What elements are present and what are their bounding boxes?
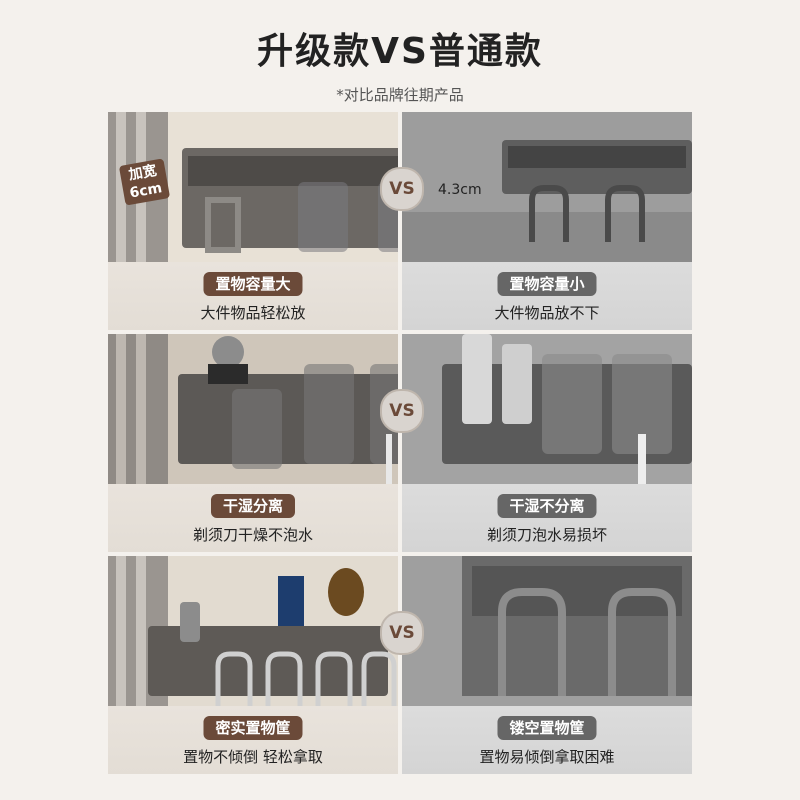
feature-caption: 置物不倾倒 轻松拿取 bbox=[183, 748, 323, 766]
label-area: 干湿不分离 剃须刀泡水易损坏 bbox=[402, 484, 692, 552]
feature-pill: 干湿分离 bbox=[210, 494, 296, 518]
label-area: 干湿分离 剃须刀干燥不泡水 bbox=[108, 484, 398, 552]
upgraded-basket-panel: 密实置物筐 置物不倾倒 轻松拿取 bbox=[108, 556, 398, 774]
ordinary-capacity-panel: 4.3cm 置物容量小 大件物品放不下 bbox=[402, 112, 692, 330]
feature-caption: 剃须刀泡水易损坏 bbox=[486, 526, 607, 544]
feature-caption: 置物易倾倒拿取困难 bbox=[479, 748, 615, 766]
vs-badge: VS bbox=[380, 389, 424, 433]
label-area: 置物容量大 大件物品轻松放 bbox=[108, 262, 398, 330]
comparison-row-dry-wet: 干湿分离 剃须刀干燥不泡水 干湿不分离 剃须刀泡水易损坏 VS bbox=[108, 334, 692, 552]
vs-badge: VS bbox=[380, 611, 424, 655]
feature-pill: 置物容量小 bbox=[497, 272, 597, 296]
vs-badge: VS bbox=[380, 167, 424, 211]
ordinary-rack-illustration bbox=[402, 112, 692, 262]
page-subtitle: *对比品牌往期产品 bbox=[336, 86, 464, 104]
feature-pill: 密实置物筐 bbox=[203, 716, 303, 740]
label-area: 镂空置物筐 置物易倾倒拿取困难 bbox=[402, 706, 692, 774]
page-title: 升级款VS普通款 bbox=[257, 31, 543, 72]
label-area: 密实置物筐 置物不倾倒 轻松拿取 bbox=[108, 706, 398, 774]
ordinary-dry-wet-panel: 干湿不分离 剃须刀泡水易损坏 bbox=[402, 334, 692, 552]
feature-caption: 大件物品轻松放 bbox=[200, 304, 306, 322]
upgraded-dry-wet-panel: 干湿分离 剃须刀干燥不泡水 bbox=[108, 334, 398, 552]
upgraded-rack-illustration bbox=[108, 556, 398, 706]
feature-pill: 置物容量大 bbox=[203, 272, 303, 296]
comparison-row-basket: 密实置物筐 置物不倾倒 轻松拿取 镂空置物筐 置物易倾倒拿取困难 VS bbox=[108, 556, 692, 774]
upgraded-rack-illustration bbox=[108, 334, 398, 484]
upgraded-rack-illustration bbox=[108, 112, 398, 262]
label-area: 置物容量小 大件物品放不下 bbox=[402, 262, 692, 330]
feature-caption: 大件物品放不下 bbox=[494, 304, 600, 322]
ordinary-rack-illustration bbox=[402, 556, 692, 706]
ordinary-rack-illustration bbox=[402, 334, 692, 484]
feature-pill: 镂空置物筐 bbox=[497, 716, 597, 740]
feature-caption: 剃须刀干燥不泡水 bbox=[192, 526, 313, 544]
ordinary-basket-panel: 镂空置物筐 置物易倾倒拿取困难 bbox=[402, 556, 692, 774]
depth-tag: 4.3cm bbox=[438, 182, 482, 198]
feature-pill: 干湿不分离 bbox=[497, 494, 597, 518]
